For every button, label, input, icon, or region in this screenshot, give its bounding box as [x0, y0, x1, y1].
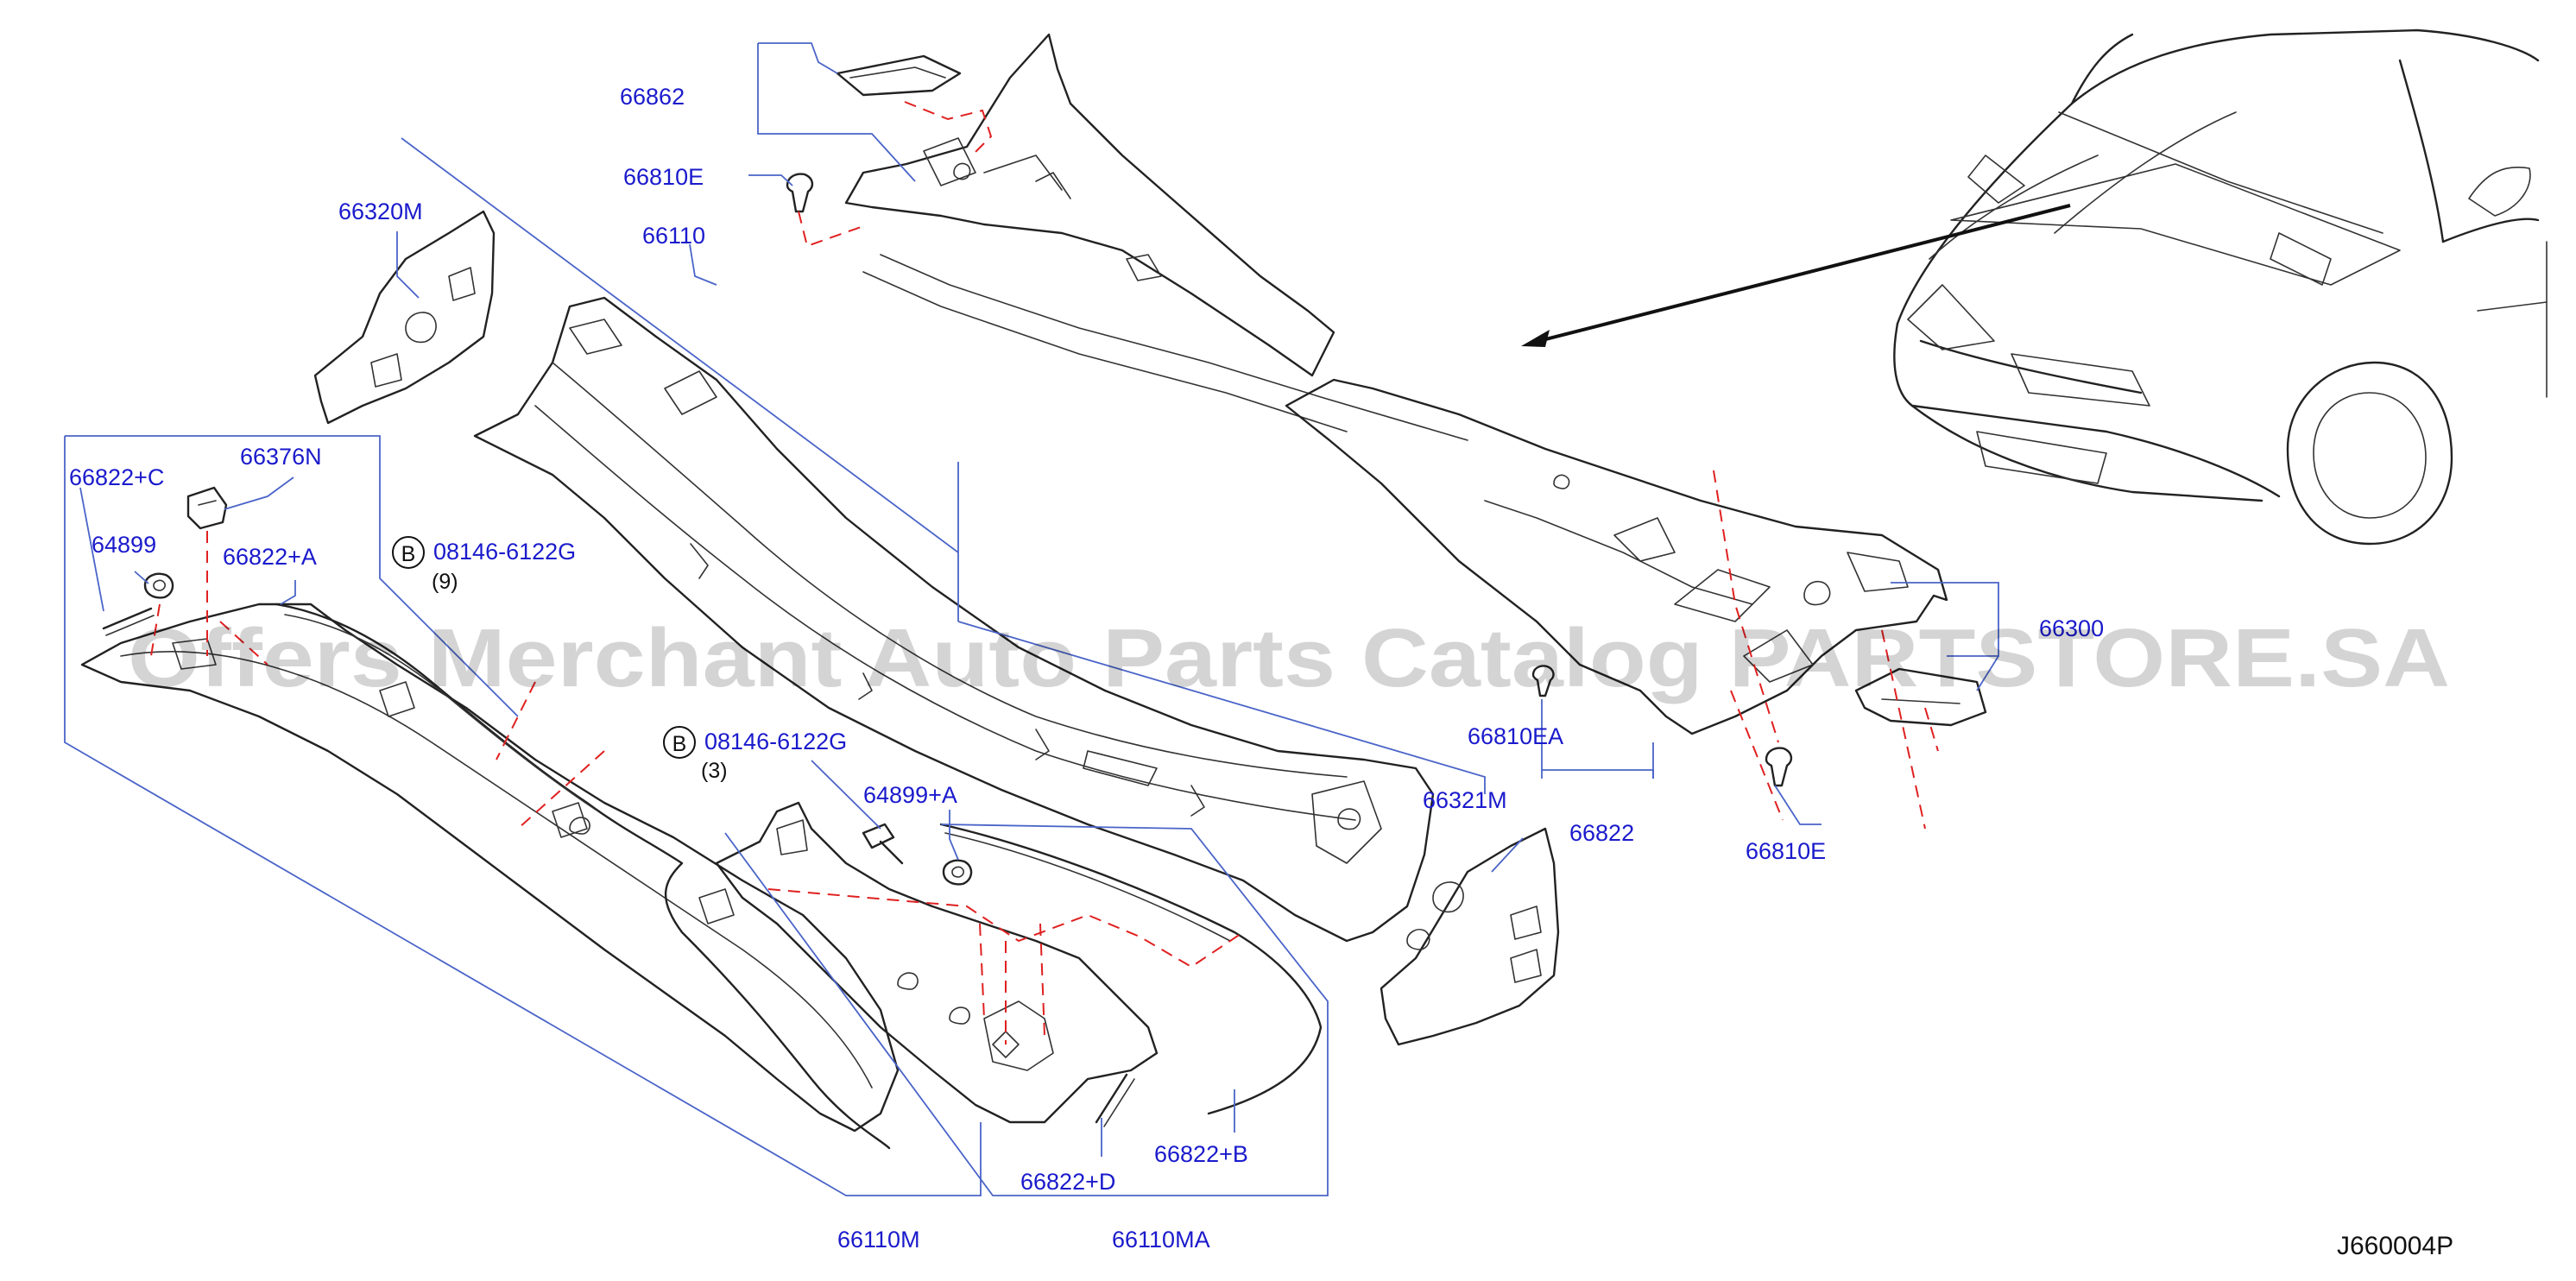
cowl-top-panel — [473, 296, 1435, 943]
cowl-side-bracket-left — [313, 210, 496, 425]
bolt-marker-2: B — [663, 726, 696, 759]
label-64899a[interactable]: 64899+A — [863, 782, 957, 808]
seal-strip-c — [102, 607, 153, 630]
watermark-text: Offers Merchant Auto Parts Catalog PARTS… — [128, 612, 2450, 704]
cowl-side-bracket-right — [1380, 827, 1560, 1046]
seal-strip-c-inner — [105, 615, 155, 636]
bracket-clip-66376n — [186, 486, 228, 530]
callout-leader-lines — [64, 42, 1999, 1196]
bolt-marker-1: B — [392, 536, 425, 569]
grommet-64899a — [942, 859, 973, 886]
clip-66810ea-icon — [1531, 665, 1555, 697]
clip-66810e-right-icon — [1765, 747, 1793, 787]
clip-66810e-top-icon — [786, 173, 814, 213]
seal-strip-a-inner — [284, 614, 597, 811]
seal-strip-d — [1095, 1073, 1128, 1124]
label-08146-6122g-2[interactable]: 08146-6122G — [704, 729, 847, 754]
svg-text:B: B — [401, 542, 416, 566]
label-66822d[interactable]: 66822+D — [1020, 1169, 1115, 1195]
label-66110ma[interactable]: 66110MA — [1112, 1227, 1210, 1253]
label-66810e-top[interactable]: 66810E — [623, 164, 704, 190]
label-08146-6122g-1[interactable]: 08146-6122G — [433, 539, 576, 565]
label-66110[interactable]: 66110 — [642, 223, 705, 249]
cowl-side-trim-right — [1854, 667, 1987, 727]
diagram-code: J660004P — [2337, 1232, 2453, 1260]
label-66810ea[interactable]: 66810EA — [1468, 723, 1563, 749]
cowl-top-cover-upper — [836, 33, 1468, 441]
dash-panel-lower-center — [715, 801, 1159, 1124]
overview-pointer-arrow — [1531, 204, 2071, 344]
label-66822a[interactable]: 66822+A — [223, 544, 317, 570]
label-66810e-right[interactable]: 66810E — [1746, 838, 1826, 864]
label-08146-6122g-1-qty: (9) — [432, 570, 458, 594]
label-08146-6122g-2-qty: (3) — [701, 759, 728, 783]
vehicle-overview-illustration — [1893, 28, 2548, 546]
dash-panel-lower-left — [80, 603, 900, 1133]
seal-strip-b — [939, 823, 1323, 1115]
label-66110m[interactable]: 66110M — [837, 1227, 920, 1253]
cowl-top-cover-lower — [1285, 378, 1948, 735]
label-64899[interactable]: 64899 — [92, 532, 156, 558]
seal-strip-b-inner — [944, 832, 1231, 942]
label-66822b[interactable]: 66822+B — [1154, 1141, 1248, 1167]
label-66822[interactable]: 66822 — [1569, 820, 1634, 846]
svg-text:B: B — [672, 732, 687, 756]
label-66300-partial[interactable]: 66300 — [2039, 615, 2104, 641]
label-66321m[interactable]: 66321M — [1423, 787, 1507, 813]
label-66320m[interactable]: 66320M — [338, 199, 423, 224]
seal-strip-a — [275, 603, 891, 1150]
seal-strip-d-inner — [1103, 1078, 1135, 1127]
label-66822c[interactable]: 66822+C — [69, 464, 164, 490]
assembly-guide-lines — [150, 101, 1939, 1044]
grommet-64899 — [143, 572, 174, 599]
bolt-icon — [862, 823, 904, 865]
arrowhead-icon — [1521, 330, 1550, 347]
label-66862[interactable]: 66862 — [620, 84, 685, 110]
label-66376n[interactable]: 66376N — [240, 444, 322, 470]
